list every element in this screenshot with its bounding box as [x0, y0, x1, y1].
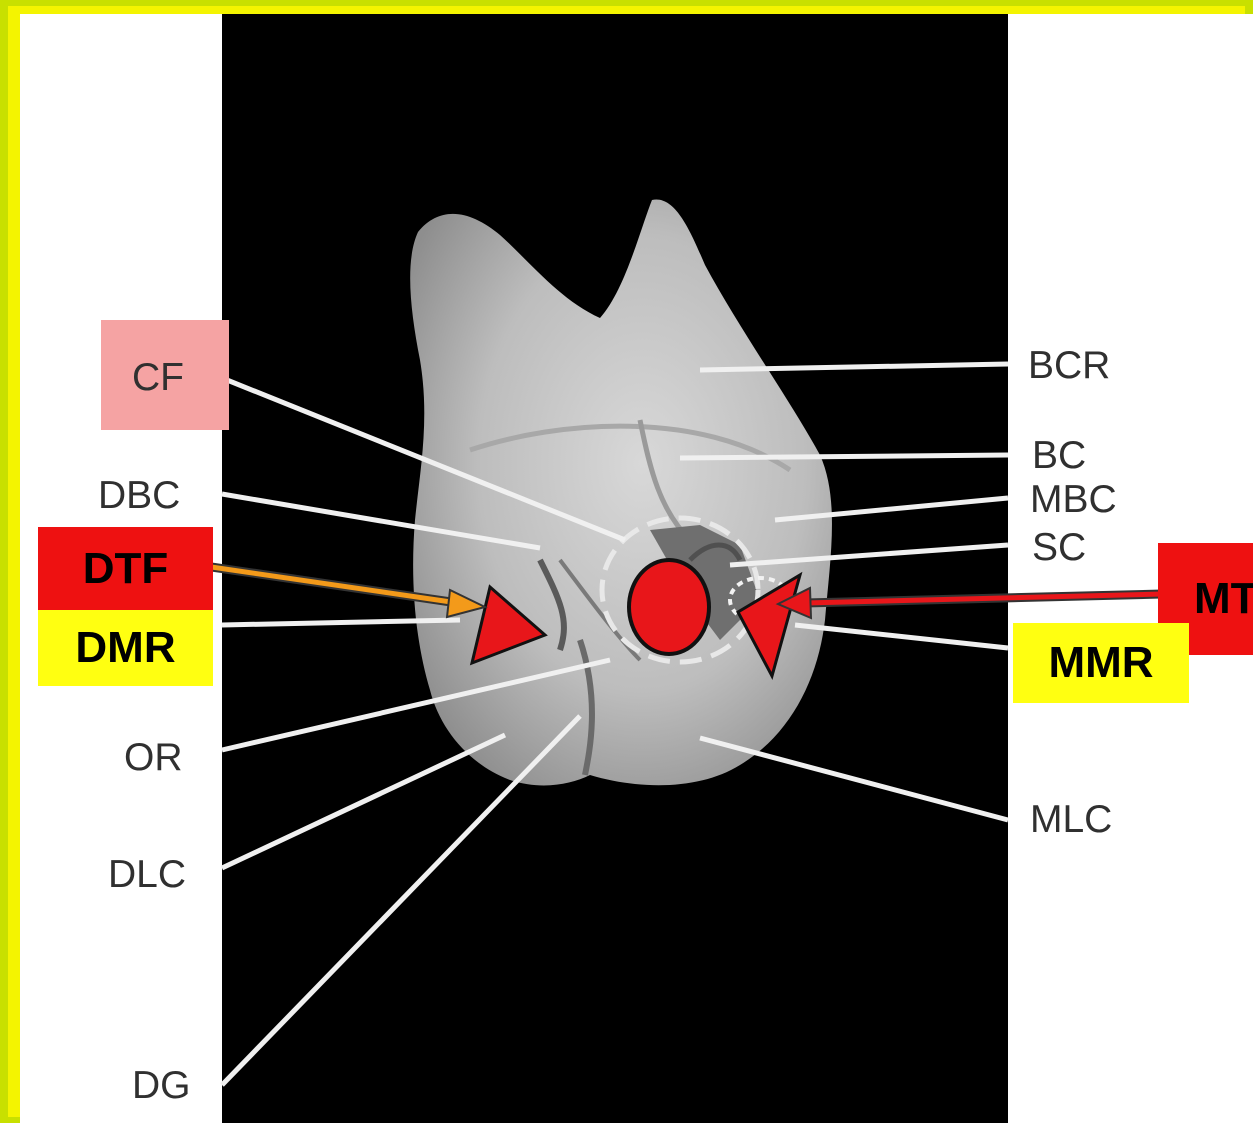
dtf-callout: DTF [38, 527, 213, 610]
label-dlc: DLC [108, 855, 186, 894]
central-pit-marker [629, 560, 709, 654]
label-mlc: MLC [1030, 800, 1112, 839]
label-or: OR [124, 738, 183, 777]
label-bcr: BCR [1028, 346, 1110, 385]
label-bc: BC [1032, 436, 1086, 475]
label-cf: CF [132, 358, 184, 397]
label-dbc: DBC [98, 476, 180, 515]
label-mbc: MBC [1030, 480, 1117, 519]
dmr-callout: DMR [38, 610, 213, 686]
label-dg: DG [132, 1066, 191, 1105]
mmr-callout: MMR [1013, 623, 1189, 703]
label-sc: SC [1032, 528, 1086, 567]
leader-line-bc [680, 455, 1008, 458]
